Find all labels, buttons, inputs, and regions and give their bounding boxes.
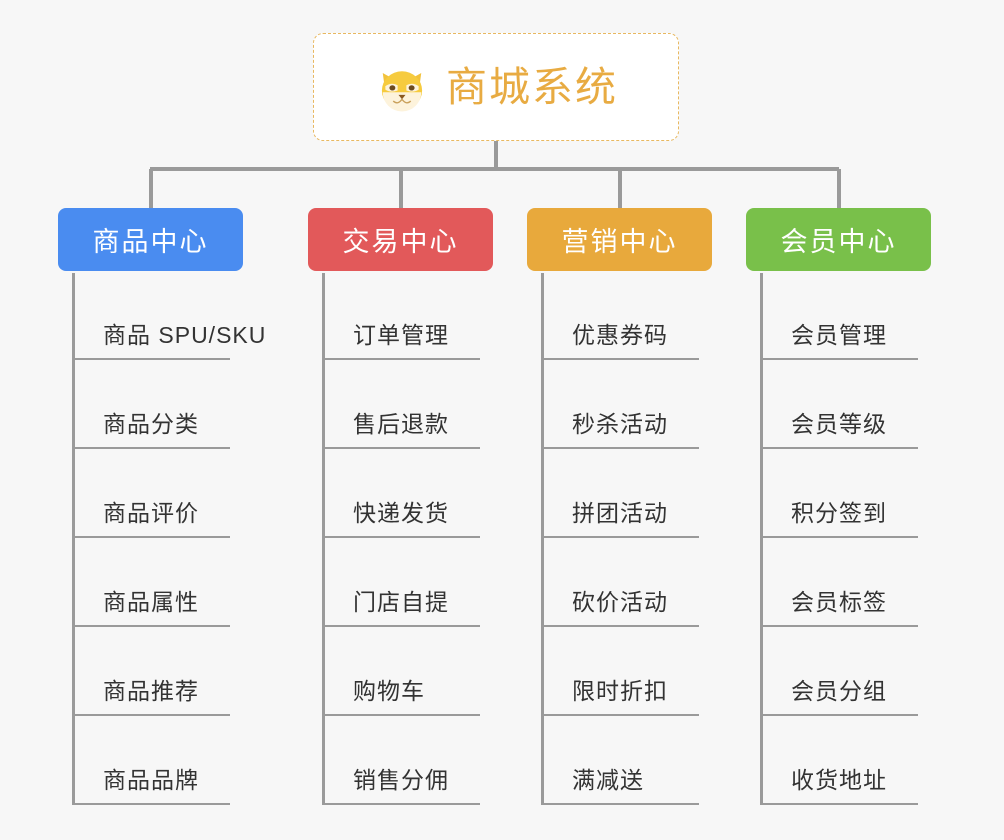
leaf-item-rule (322, 536, 480, 538)
leaf-item-label: 商品属性 (103, 589, 199, 615)
leaf-item[interactable]: 限时折扣 (527, 627, 712, 716)
leaf-item[interactable]: 收货地址 (746, 716, 931, 805)
leaf-item-label: 积分签到 (791, 500, 887, 526)
leaf-item[interactable]: 商品评价 (58, 449, 243, 538)
leaf-item[interactable]: 商品属性 (58, 538, 243, 627)
leaf-item-label: 满减送 (572, 767, 644, 793)
leaf-item[interactable]: 满减送 (527, 716, 712, 805)
leaf-item-rule (541, 803, 699, 805)
leaf-item-label: 收货地址 (791, 767, 887, 793)
category-header-product-center[interactable]: 商品中心 (58, 208, 243, 271)
leaf-item-label: 拼团活动 (572, 500, 668, 526)
leaf-item[interactable]: 销售分佣 (308, 716, 493, 805)
leaf-list-product-center: 商品 SPU/SKU 商品分类商品评价商品属性商品推荐商品品牌 (58, 271, 265, 805)
leaf-item[interactable]: 会员等级 (746, 360, 931, 449)
leaf-item[interactable]: 砍价活动 (527, 538, 712, 627)
leaf-item-label: 优惠券码 (572, 322, 668, 348)
leaf-item[interactable]: 秒杀活动 (527, 360, 712, 449)
leaf-item-rule (760, 625, 918, 627)
leaf-item-label: 购物车 (353, 678, 425, 704)
leaf-item[interactable]: 优惠券码 (527, 271, 712, 360)
leaf-item[interactable]: 订单管理 (308, 271, 493, 360)
leaf-item-rule (72, 625, 230, 627)
leaf-item[interactable]: 拼团活动 (527, 449, 712, 538)
leaf-item-rule (760, 714, 918, 716)
leaf-item-rule (322, 358, 480, 360)
category-header-member-center[interactable]: 会员中心 (746, 208, 931, 271)
leaf-trunk-line (760, 273, 763, 805)
leaf-trunk-line (72, 273, 75, 805)
leaf-item[interactable]: 门店自提 (308, 538, 493, 627)
leaf-item-rule (760, 447, 918, 449)
leaf-item-rule (72, 714, 230, 716)
leaf-item-label: 售后退款 (353, 411, 449, 437)
leaf-item[interactable]: 购物车 (308, 627, 493, 716)
root-node[interactable]: 商城系统 (313, 33, 679, 141)
leaf-item-rule (322, 803, 480, 805)
leaf-item-rule (541, 625, 699, 627)
leaf-item-rule (72, 803, 230, 805)
leaf-item-rule (72, 536, 230, 538)
leaf-item[interactable]: 会员分组 (746, 627, 931, 716)
leaf-item-label: 会员标签 (791, 589, 887, 615)
leaf-item-rule (72, 447, 230, 449)
leaf-item-label: 商品评价 (103, 500, 199, 526)
leaf-list-marketing-center: 优惠券码秒杀活动拼团活动砍价活动限时折扣满减送 (527, 271, 712, 805)
leaf-item-label: 商品推荐 (103, 678, 199, 704)
leaf-item[interactable]: 商品推荐 (58, 627, 243, 716)
root-title: 商城系统 (446, 63, 618, 110)
leaf-item-label: 订单管理 (353, 322, 449, 348)
category-column-product-center: 商品中心商品 SPU/SKU 商品分类商品评价商品属性商品推荐商品品牌 (58, 208, 265, 805)
category-column-marketing-center: 营销中心优惠券码秒杀活动拼团活动砍价活动限时折扣满减送 (527, 208, 712, 805)
shiba-dog-face-icon (374, 59, 430, 115)
leaf-list-member-center: 会员管理会员等级积分签到会员标签会员分组收货地址 (746, 271, 931, 805)
leaf-item-rule (760, 358, 918, 360)
category-column-member-center: 会员中心会员管理会员等级积分签到会员标签会员分组收货地址 (746, 208, 931, 805)
leaf-item[interactable]: 会员管理 (746, 271, 931, 360)
leaf-item-label: 商品品牌 (103, 767, 199, 793)
leaf-item-label: 商品 SPU/SKU (103, 322, 267, 348)
leaf-item-rule (72, 358, 230, 360)
leaf-item[interactable]: 积分签到 (746, 449, 931, 538)
leaf-trunk-line (541, 273, 544, 805)
category-column-trade-center: 交易中心订单管理售后退款快递发货门店自提购物车销售分佣 (308, 208, 493, 805)
leaf-item-label: 秒杀活动 (572, 411, 668, 437)
leaf-item[interactable]: 快递发货 (308, 449, 493, 538)
leaf-trunk-line (322, 273, 325, 805)
leaf-item[interactable]: 商品分类 (58, 360, 243, 449)
leaf-item-label: 会员分组 (791, 678, 887, 704)
leaf-list-trade-center: 订单管理售后退款快递发货门店自提购物车销售分佣 (308, 271, 493, 805)
leaf-item[interactable]: 商品品牌 (58, 716, 243, 805)
leaf-item-rule (541, 714, 699, 716)
leaf-item-label: 门店自提 (353, 589, 449, 615)
leaf-item-rule (541, 447, 699, 449)
leaf-item-rule (760, 536, 918, 538)
leaf-item[interactable]: 商品 SPU/SKU (58, 271, 265, 360)
leaf-item-label: 会员等级 (791, 411, 887, 437)
leaf-item-label: 会员管理 (791, 322, 887, 348)
leaf-item-label: 销售分佣 (353, 767, 449, 793)
leaf-item[interactable]: 售后退款 (308, 360, 493, 449)
leaf-item-label: 限时折扣 (572, 678, 668, 704)
leaf-item-rule (322, 625, 480, 627)
category-header-trade-center[interactable]: 交易中心 (308, 208, 493, 271)
leaf-item-label: 商品分类 (103, 411, 199, 437)
leaf-item-label: 快递发货 (353, 500, 449, 526)
leaf-item-label: 砍价活动 (572, 589, 668, 615)
leaf-item-rule (541, 358, 699, 360)
leaf-item-rule (760, 803, 918, 805)
leaf-item[interactable]: 会员标签 (746, 538, 931, 627)
leaf-item-rule (541, 536, 699, 538)
leaf-item-rule (322, 714, 480, 716)
category-header-marketing-center[interactable]: 营销中心 (527, 208, 712, 271)
leaf-item-rule (322, 447, 480, 449)
